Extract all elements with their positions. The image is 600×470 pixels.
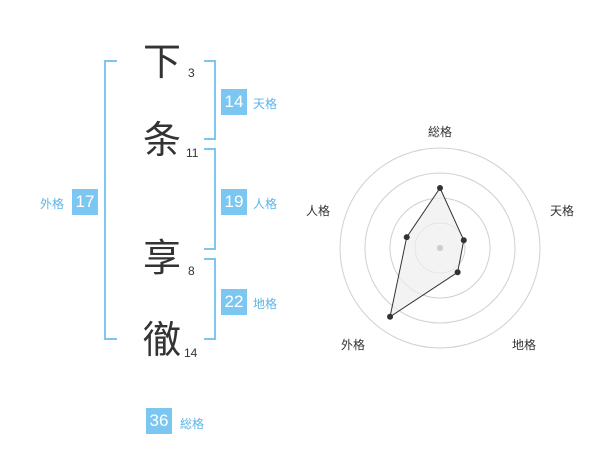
radar-axis-label-gaikaku: 外格 [340,338,366,352]
tenkaku-bracket [204,60,216,140]
radar-ring [364,172,516,324]
radar-center-dot [437,245,443,251]
radar-axis-label-soukaku: 総格 [427,125,453,139]
name-char-4: 徹 [143,318,182,362]
radar-ring [339,147,541,349]
jinkaku-value-badge: 19 [221,189,247,215]
stroke-count-2: 11 [186,146,199,160]
tenkaku-value-badge: 14 [221,89,247,115]
name-char-3: 享 [143,236,182,280]
radar-point-2 [460,237,467,244]
soukaku-value-badge: 36 [146,408,172,434]
radar-series-polygon [389,186,465,318]
radar-point-5 [403,234,410,241]
soukaku-label: 総格 [180,417,205,431]
stroke-count-1: 3 [188,66,195,80]
radar-point-4 [387,313,394,320]
jinkaku-bracket [204,148,216,250]
jinkaku-label: 人格 [253,197,278,211]
gaikaku-value-badge: 17 [72,189,98,215]
radar-point-1 [437,185,443,191]
radar-axis-label-chikaku: 地格 [511,338,537,352]
name-char-2: 条 [143,118,182,162]
chikaku-value-badge: 22 [221,289,247,315]
radar-point-3 [454,269,461,276]
chikaku-bracket [204,258,216,340]
name-char-1: 下 [143,40,182,84]
stroke-count-3: 8 [188,264,195,278]
tenkaku-label: 天格 [253,97,278,111]
gaikaku-label: 外格 [40,197,65,211]
stroke-count-4: 14 [184,346,198,360]
gaikaku-bracket [104,60,117,340]
radar-axis-label-tenkaku: 天格 [549,204,575,218]
chikaku-label: 地格 [253,297,278,311]
radar-axis-label-jinkaku: 人格 [305,204,331,218]
